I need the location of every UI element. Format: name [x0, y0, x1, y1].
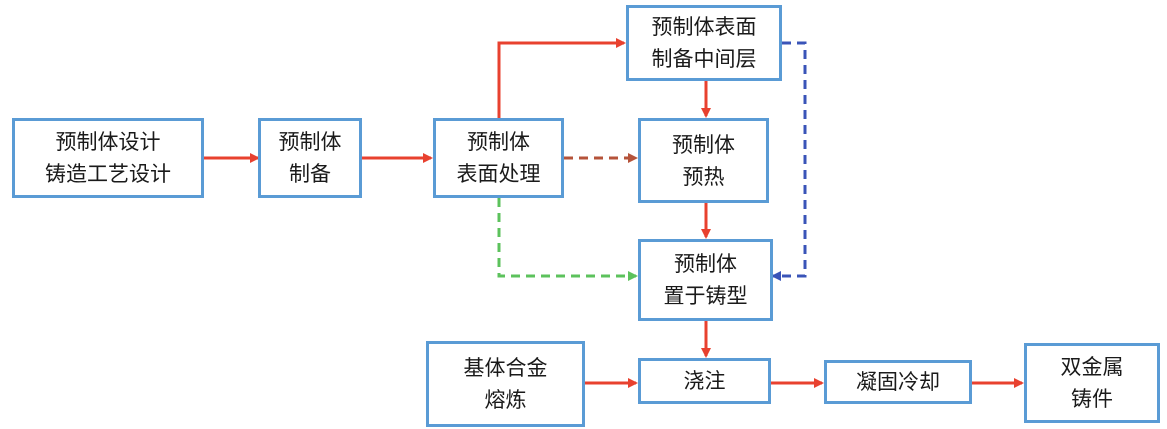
node-design: 预制体设计 铸造工艺设计	[12, 118, 204, 198]
node-surface: 预制体 表面处理	[433, 118, 564, 198]
node-melt: 基体合金 熔炼	[426, 341, 585, 427]
node-surface-line-1: 预制体	[467, 130, 530, 154]
node-pour-line-1: 浇注	[683, 369, 726, 393]
node-interlayer: 预制体表面 制备中间层	[626, 5, 782, 81]
node-place: 预制体 置于铸型	[638, 239, 773, 321]
node-solidify: 凝固冷却	[824, 360, 972, 404]
node-preheat: 预制体 预热	[638, 118, 769, 203]
node-prep-line-2: 制备	[289, 162, 331, 186]
node-design-line-2: 铸造工艺设计	[45, 162, 171, 186]
dashed-arrow-surface-to-place	[497, 198, 638, 281]
node-design-line-1: 预制体设计	[55, 130, 161, 154]
arrow-surface-to-interlayer	[497, 38, 626, 120]
node-product-line-2: 铸件	[1071, 387, 1113, 411]
node-interlayer-line-1: 预制体表面	[651, 15, 757, 39]
node-place-line-1: 预制体	[674, 252, 737, 276]
node-prep: 预制体 制备	[258, 118, 362, 198]
node-product-line-1: 双金属	[1060, 355, 1124, 379]
node-interlayer-line-2: 制备中间层	[651, 47, 757, 71]
node-preheat-line-2: 预热	[682, 164, 725, 189]
node-melt-line-2: 熔炼	[484, 388, 527, 412]
node-product: 双金属 铸件	[1024, 343, 1160, 423]
node-prep-line-1: 预制体	[278, 130, 342, 154]
node-pour: 浇注	[638, 358, 771, 404]
node-solidify-line-1: 凝固冷却	[856, 370, 940, 394]
node-preheat-line-1: 预制体	[672, 132, 735, 157]
dashed-arrow-interlayer-to-place	[771, 41, 807, 281]
node-melt-line-1: 基体合金	[463, 356, 548, 380]
node-place-line-2: 置于铸型	[663, 284, 748, 308]
node-surface-line-2: 表面处理	[456, 162, 541, 186]
